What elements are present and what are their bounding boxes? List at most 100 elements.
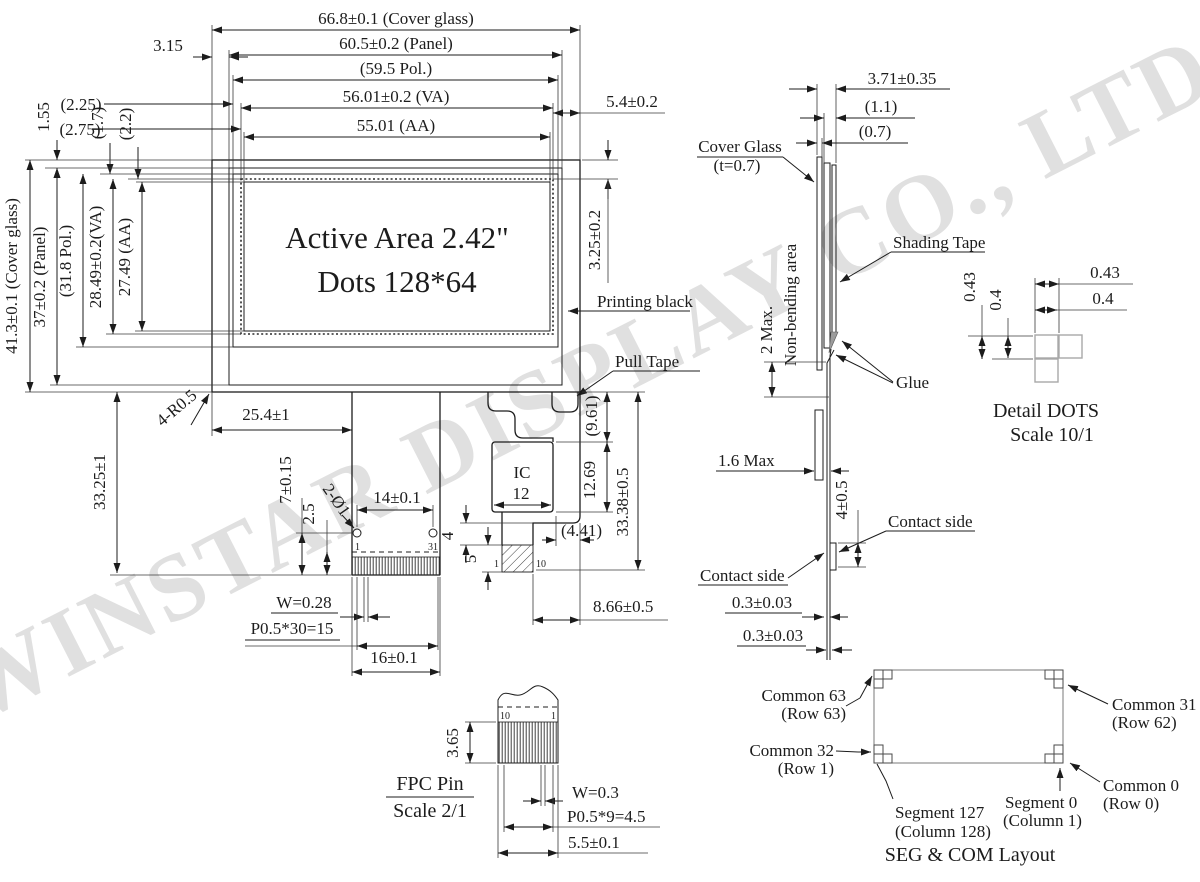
dim-17: (1.7) [88, 107, 107, 140]
dim-365: 3.65 [443, 728, 462, 758]
dim-405: 4±0.5 [832, 480, 851, 519]
dim-325: 3.25±0.2 [585, 210, 604, 270]
dim-254-lines [211, 392, 352, 436]
dim-ic-12: 12 [513, 484, 530, 503]
segcom-panel [873, 669, 1064, 764]
contact-side-right: Contact side [888, 512, 973, 531]
dim-2max-lines [764, 361, 829, 398]
dim-w03: W=0.3 [572, 783, 619, 802]
dots-dim-04h: 0.4 [1092, 289, 1114, 308]
segment0-label: Segment 0 [1005, 793, 1077, 812]
fpc-pin-title: FPC Pin [396, 773, 463, 795]
shading-tape-leader [839, 251, 985, 283]
dim-w03-lines [523, 765, 563, 806]
dim-16max: 1.6 Max [718, 451, 775, 470]
tail-pin10: 10 [536, 559, 546, 570]
fpc-tail-30pin [351, 392, 441, 576]
fpc-pin-scale: Scale 2/1 [393, 800, 467, 822]
dim-405-lines [838, 510, 866, 568]
watermark-text: WINSTAR DISPLAY CO., LTD. [0, 1, 1200, 742]
fpc-pin-body [497, 685, 559, 764]
dim-55: 5.5±0.1 [568, 833, 620, 852]
dim-5: 5 [461, 555, 480, 564]
corner-leader [190, 393, 210, 426]
active-area-label: Active Area 2.42" [285, 220, 509, 255]
common63-row: (Row 63) [781, 704, 846, 723]
dim-961: (9.61) [582, 395, 601, 436]
fpc-pin10-label: 10 [500, 711, 510, 722]
dim-55-lines [497, 765, 648, 858]
fpc-pin-detail: 10 1 3.65 FPC Pin Scale 2/1 W=0.3 P0.5*9… [386, 685, 660, 858]
dim-7015: 7±0.15 [276, 456, 295, 504]
dim-254: 25.4±1 [242, 405, 290, 424]
common0-row: (Row 0) [1103, 794, 1159, 813]
shading-tape-label: Shading Tape [893, 233, 985, 252]
cover-glass-thickness: (t=0.7) [714, 156, 761, 175]
dim-03b: 0.3±0.03 [743, 626, 803, 645]
dim-panel-height: 37±0.2 (Panel) [30, 227, 49, 328]
dim-866-lines [532, 546, 668, 625]
top-dimension-lines [212, 26, 580, 141]
dim-w028-lines [271, 577, 390, 622]
dim-va-height: 28.49±0.2(VA) [86, 206, 105, 309]
non-bending-label: Non-bending area [781, 243, 800, 366]
dim-14-lines [356, 505, 434, 527]
dim-pitch30: P0.5*30=15 [251, 619, 334, 638]
dim-11: (1.1) [865, 97, 898, 116]
ic-label: IC [514, 463, 531, 482]
detail-dots-title: Detail DOTS [993, 400, 1099, 422]
dots-dim-043h: 0.43 [1090, 263, 1120, 282]
fpc-side [814, 348, 837, 660]
cover-glass-label: Cover Glass [698, 137, 782, 156]
panel-outline [228, 167, 563, 386]
detail-dots: 0.43 0.4 0.43 0.4 Detail DOTS Scale 10/1 [960, 263, 1133, 446]
detail-dots-scale: Scale 10/1 [1010, 424, 1094, 446]
dim-w028: W=0.28 [276, 593, 331, 612]
dim-14: 14±0.1 [373, 488, 421, 507]
dots-dim-043v: 0.43 [960, 272, 979, 302]
dim-315: 3.15 [153, 36, 183, 55]
dim-3325-lines [110, 392, 352, 576]
fpc-right-section [487, 392, 581, 573]
dots-dim-04v: 0.4 [986, 289, 1005, 311]
dim-365-lines [465, 721, 496, 764]
fpc-pin1-label: 1 [551, 711, 556, 722]
dim-3338: 33.38±0.5 [613, 468, 632, 537]
dots-dim-lines [968, 278, 1133, 360]
dim-pitch30-lines [245, 577, 439, 650]
segment127-label: Segment 127 [895, 803, 985, 822]
dim-cover-width: 66.8±0.1 (Cover glass) [318, 9, 474, 28]
dim-25: 2.5 [299, 503, 318, 524]
dim-aa-height: 27.49 (AA) [115, 218, 134, 296]
common31-row: (Row 62) [1112, 713, 1177, 732]
dim-03a-lines [725, 612, 848, 621]
dim-p059-lines [503, 765, 660, 832]
common32-label: Common 32 [749, 741, 834, 760]
contact-pad-side [829, 542, 837, 571]
dim-155: 1.55 [34, 102, 53, 132]
active-area-window [243, 181, 551, 332]
segment127-col: (Column 128) [895, 822, 991, 841]
tail-pin1: 1 [494, 559, 499, 570]
dim-va-width: 56.01±0.2 (VA) [343, 87, 450, 106]
left-extension-lines [25, 330, 244, 393]
glue-blob [828, 331, 839, 354]
printing-black-label: Printing black [597, 292, 693, 311]
dim-7015-lines [296, 498, 353, 575]
panel-side [823, 162, 831, 349]
side-view: 3.71±0.35 (1.1) (0.7) Cover Glass (t=0.7… [697, 69, 985, 660]
dim-4-lines [460, 505, 533, 563]
dim-54: 5.4±0.2 [606, 92, 658, 111]
contact-right-leader [838, 530, 975, 553]
left-dimension-lines [26, 160, 146, 392]
holes-leader [341, 514, 355, 529]
common63-label: Common 63 [761, 686, 846, 705]
dim-866: 8.66±0.5 [593, 597, 653, 616]
dim-p059: P0.5*9=4.5 [567, 807, 646, 826]
pin31-label: 31 [428, 542, 438, 553]
stiffener-side [814, 409, 824, 481]
ic-outline [491, 441, 554, 513]
fpc-tail-10pin [501, 544, 534, 573]
